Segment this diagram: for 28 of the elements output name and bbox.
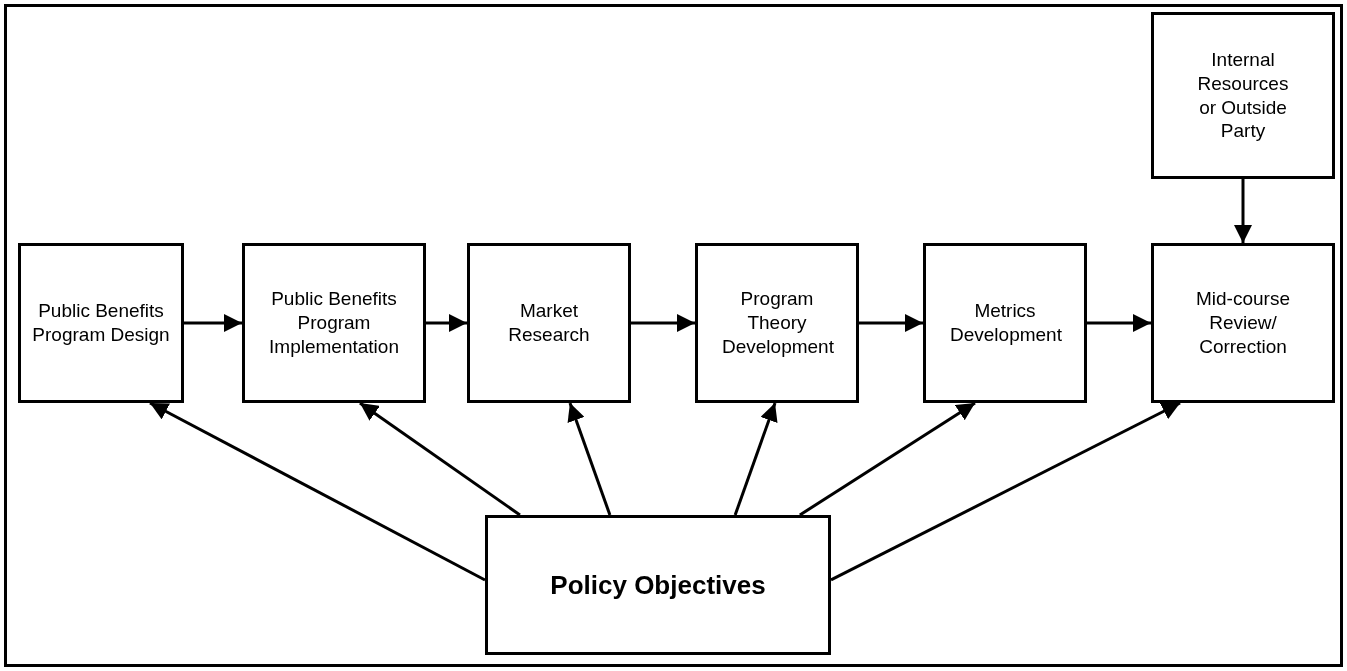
box-label: Mid-course Review/ Correction — [1195, 287, 1291, 359]
arrow — [1234, 179, 1252, 243]
process-box — [1151, 12, 1335, 179]
arrow — [733, 402, 778, 516]
process-box — [485, 515, 831, 655]
arrow — [859, 314, 923, 332]
arrow — [830, 401, 1181, 582]
process-box — [1151, 243, 1335, 403]
process-box — [467, 243, 631, 403]
box-label: Program Theory Development — [722, 287, 832, 359]
box-label: Market Research — [507, 299, 591, 347]
arrow — [567, 402, 612, 516]
process-box — [695, 243, 859, 403]
box-label: Public Benefits Program Implementation — [268, 287, 400, 359]
arrow — [631, 314, 695, 332]
arrow — [184, 314, 242, 332]
process-box — [923, 243, 1087, 403]
process-box — [242, 243, 426, 403]
arrow — [1087, 314, 1151, 332]
arrow — [426, 314, 467, 332]
box-label: Internal Resources or Outside Party — [1196, 48, 1290, 143]
arrow — [149, 401, 486, 582]
box-label: Metrics Development — [950, 299, 1060, 347]
process-box — [18, 243, 184, 403]
box-label: Policy Objectives — [550, 568, 766, 602]
arrow — [359, 401, 521, 517]
box-label: Public Benefits Program Design — [32, 299, 170, 347]
arrow — [799, 401, 976, 517]
